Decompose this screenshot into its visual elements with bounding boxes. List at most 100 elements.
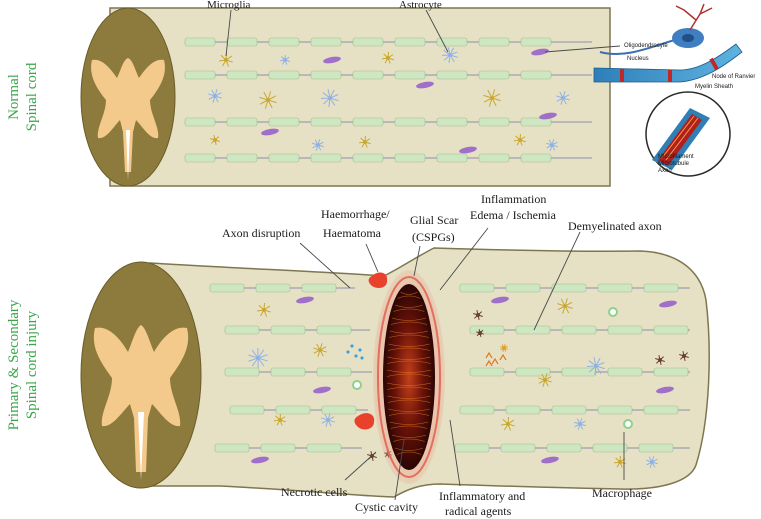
microglia-cell	[257, 302, 271, 317]
oligodendrocyte-cell	[251, 456, 269, 464]
injury-fibers	[209, 283, 690, 453]
side-label-injury-1: Primary & Secondary	[6, 299, 22, 430]
microglia-cell-body	[563, 304, 567, 308]
microglia-cell-body	[278, 418, 282, 422]
normal-fiber-2-myelin-segment	[184, 117, 216, 127]
normal-fiber-0-myelin-segment	[310, 37, 342, 47]
injury-grey-matter	[93, 325, 189, 472]
microglia-cell	[613, 455, 626, 468]
injury-fiber-3-myelin-segment	[229, 405, 265, 415]
radical-agent-icon	[499, 353, 507, 361]
scar-fiber	[397, 451, 421, 455]
label-axon: Axon	[658, 168, 672, 174]
edema-droplet-icon	[354, 354, 358, 358]
scar-fiber	[387, 386, 431, 390]
normal-fiber-0-myelin-segment	[436, 37, 468, 47]
astrocyte-cell-body	[328, 96, 332, 100]
leader-lines	[225, 9, 625, 501]
injury-fiber-8-myelin-segment	[643, 405, 679, 415]
astrocyte-cell	[279, 54, 290, 65]
radical-agent-icon	[485, 359, 493, 367]
leader-oligodendrocyte	[544, 45, 621, 53]
normal-fiber-1-myelin-segment	[268, 70, 300, 80]
label-microglia: Microglia	[207, 0, 250, 11]
injury-fiber-6-myelin-segment	[653, 325, 689, 335]
label-microtubule: Microtubule	[658, 161, 690, 167]
label-myelin-sheath: Myelin Sheath	[695, 84, 733, 90]
astrocyte-cell	[312, 139, 324, 151]
normal-grey-matter	[91, 58, 165, 172]
glial-scar-ring	[377, 276, 441, 478]
astrocyte-cell	[546, 139, 558, 151]
leader-necrotic	[344, 451, 377, 481]
node-of-ranvier-3	[709, 57, 719, 71]
injury-fiber-5-myelin-segment	[597, 283, 633, 293]
side-label-normal-2: Spinal cord	[24, 62, 40, 131]
label-inflammatory-2: radical agents	[445, 504, 512, 518]
injury-fiber-8-myelin-segment	[459, 405, 495, 415]
injury-fiber-6-myelin-segment	[469, 325, 505, 335]
scar-fiber	[389, 334, 429, 338]
injury-fiber-8-myelin-segment	[505, 405, 541, 415]
microglia-cell	[381, 51, 394, 64]
label-glial-scar-2: (CSPGs)	[412, 230, 455, 244]
microglia-cell-body	[490, 96, 494, 100]
scar-fiber	[388, 412, 430, 416]
microglia-cell-body	[543, 378, 547, 382]
microglia-cell-body	[618, 460, 622, 464]
oligodendrocyte-cell	[261, 128, 279, 136]
oligodendrocyte-cell	[531, 48, 549, 56]
microglia-cell-body	[266, 98, 270, 102]
normal-fiber-1-myelin-segment	[436, 70, 468, 80]
cystic-cavity-core	[383, 284, 435, 470]
macrophage-cell	[608, 307, 618, 317]
injury-fiber-3-myelin-segment	[321, 405, 357, 415]
scar-fiber	[386, 382, 432, 386]
radical-agent-icon	[491, 357, 499, 365]
oligodendrocyte-cell	[541, 456, 559, 464]
injury-fiber-9-myelin-segment	[546, 443, 582, 453]
scar-fiber	[397, 295, 421, 299]
scar-fiber	[393, 308, 425, 312]
oligodendrocyte-nucleus	[682, 34, 694, 42]
astrocyte-cell	[586, 357, 605, 375]
edema-droplet-icon	[360, 356, 364, 360]
injury-fiber-0-myelin-segment	[209, 283, 245, 293]
label-macrophage: Macrophage	[592, 486, 652, 500]
oligodendrocyte-cell	[296, 296, 314, 304]
injury-cells	[248, 296, 689, 468]
microfilament-lines	[661, 115, 699, 161]
astrocyte-cell	[646, 456, 658, 468]
scar-fiber	[387, 395, 431, 399]
injury-fiber-0-myelin-segment	[301, 283, 337, 293]
normal-fiber-1-myelin-segment	[184, 70, 216, 80]
injury-fiber-5-myelin-segment	[551, 283, 587, 293]
microglia-cell	[273, 413, 286, 426]
oligodendrocyte-cell	[491, 296, 509, 304]
inflammatory-agent-body	[502, 346, 506, 350]
microglia-cell	[210, 135, 220, 145]
injury-fiber-8-myelin-segment	[551, 405, 587, 415]
normal-fibers	[184, 37, 592, 163]
microglia-cell-body	[363, 140, 367, 144]
astrocyte-cell	[441, 47, 458, 63]
normal-cells	[208, 47, 570, 154]
injury-fiber-5-myelin-segment	[459, 283, 495, 293]
leader-microglia	[225, 9, 232, 57]
scar-fiber	[389, 421, 429, 425]
astrocyte-cell	[321, 413, 335, 427]
microglia-cell	[513, 133, 526, 146]
normal-fiber-3-myelin-segment	[436, 153, 468, 163]
normal-fiber-2-myelin-segment	[310, 117, 342, 127]
scar-fiber	[387, 356, 431, 360]
leader-glial-scar	[413, 245, 421, 277]
oligodendrocyte-cell	[539, 112, 557, 120]
lesion-fibers	[386, 291, 432, 455]
node-of-ranvier-2	[668, 70, 672, 82]
normal-fiber-3-myelin-segment	[226, 153, 258, 163]
oligodendrocyte-cell	[313, 386, 331, 394]
nerve-inset	[593, 3, 743, 177]
injury-fiber-9-myelin-segment	[454, 443, 490, 453]
microglia-cell	[501, 416, 515, 431]
scar-fiber	[387, 360, 431, 364]
